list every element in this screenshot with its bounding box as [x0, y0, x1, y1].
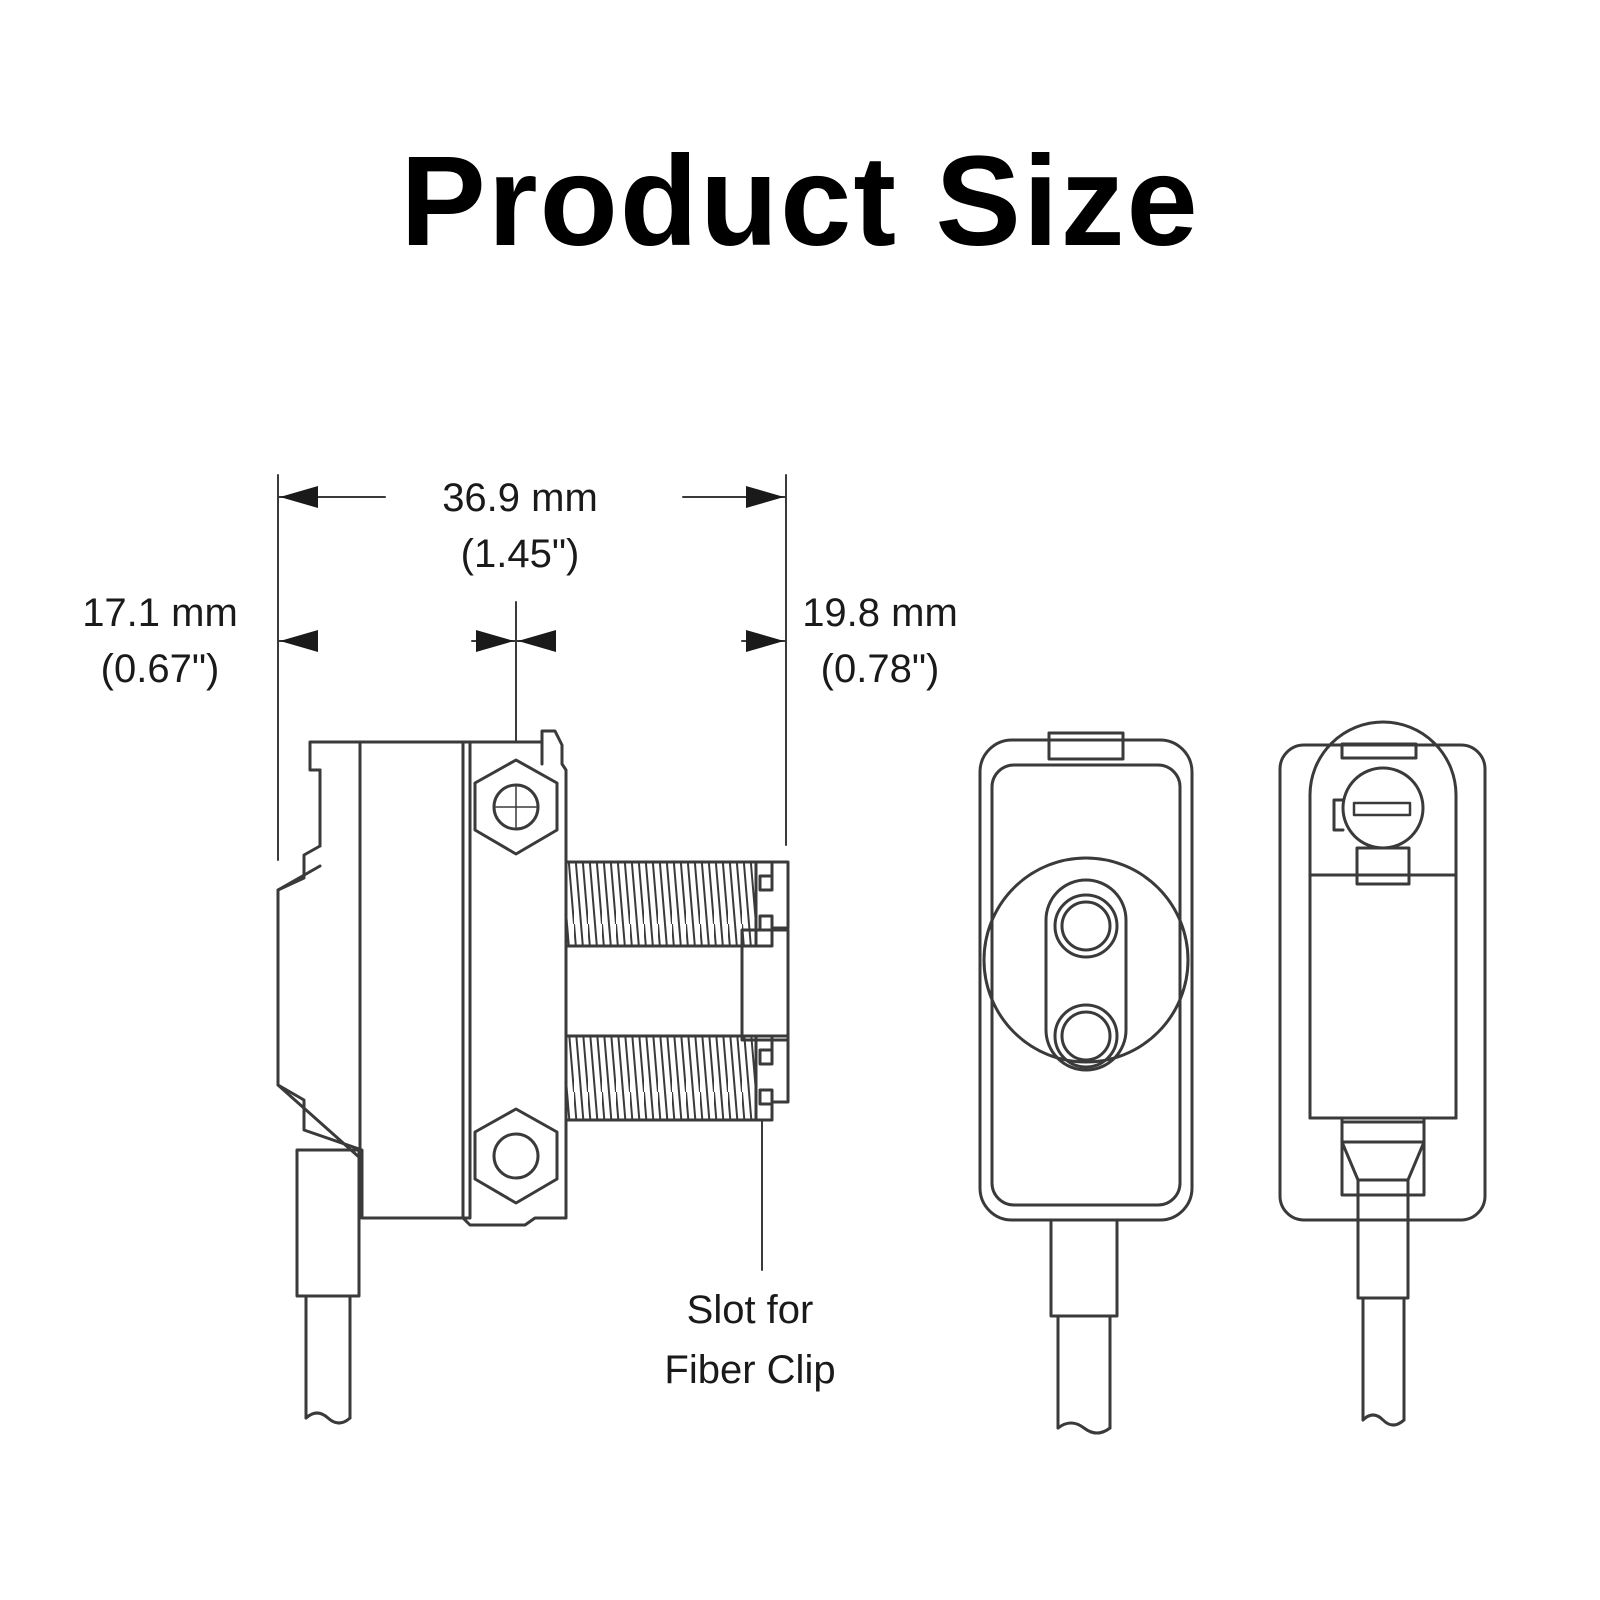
- front-view: [978, 731, 1194, 1435]
- thread-imperial: (0.78"): [820, 647, 940, 691]
- back-view: [1278, 720, 1487, 1427]
- dimension-lines: [277, 474, 787, 1271]
- thread-dimension-label: 19.8 mm (0.78"): [765, 585, 995, 697]
- offset-metric: 17.1 mm: [82, 591, 238, 635]
- callout-line-2: Fiber Clip: [664, 1348, 836, 1392]
- callout-line-1: Slot for: [686, 1288, 814, 1332]
- arrowheads: [280, 486, 784, 652]
- offset-dimension-label: 17.1 mm (0.67"): [45, 585, 275, 697]
- page-title: Product Size: [400, 130, 1200, 273]
- length-imperial: (1.45"): [460, 532, 580, 576]
- length-metric: 36.9 mm: [442, 476, 598, 520]
- fiber-clip-callout: Slot for Fiber Clip: [645, 1280, 855, 1400]
- length-dimension-label: 36.9 mm (1.45"): [400, 470, 640, 582]
- side-view: [276, 729, 790, 1425]
- offset-imperial: (0.67"): [100, 647, 220, 691]
- thread-metric: 19.8 mm: [802, 591, 958, 635]
